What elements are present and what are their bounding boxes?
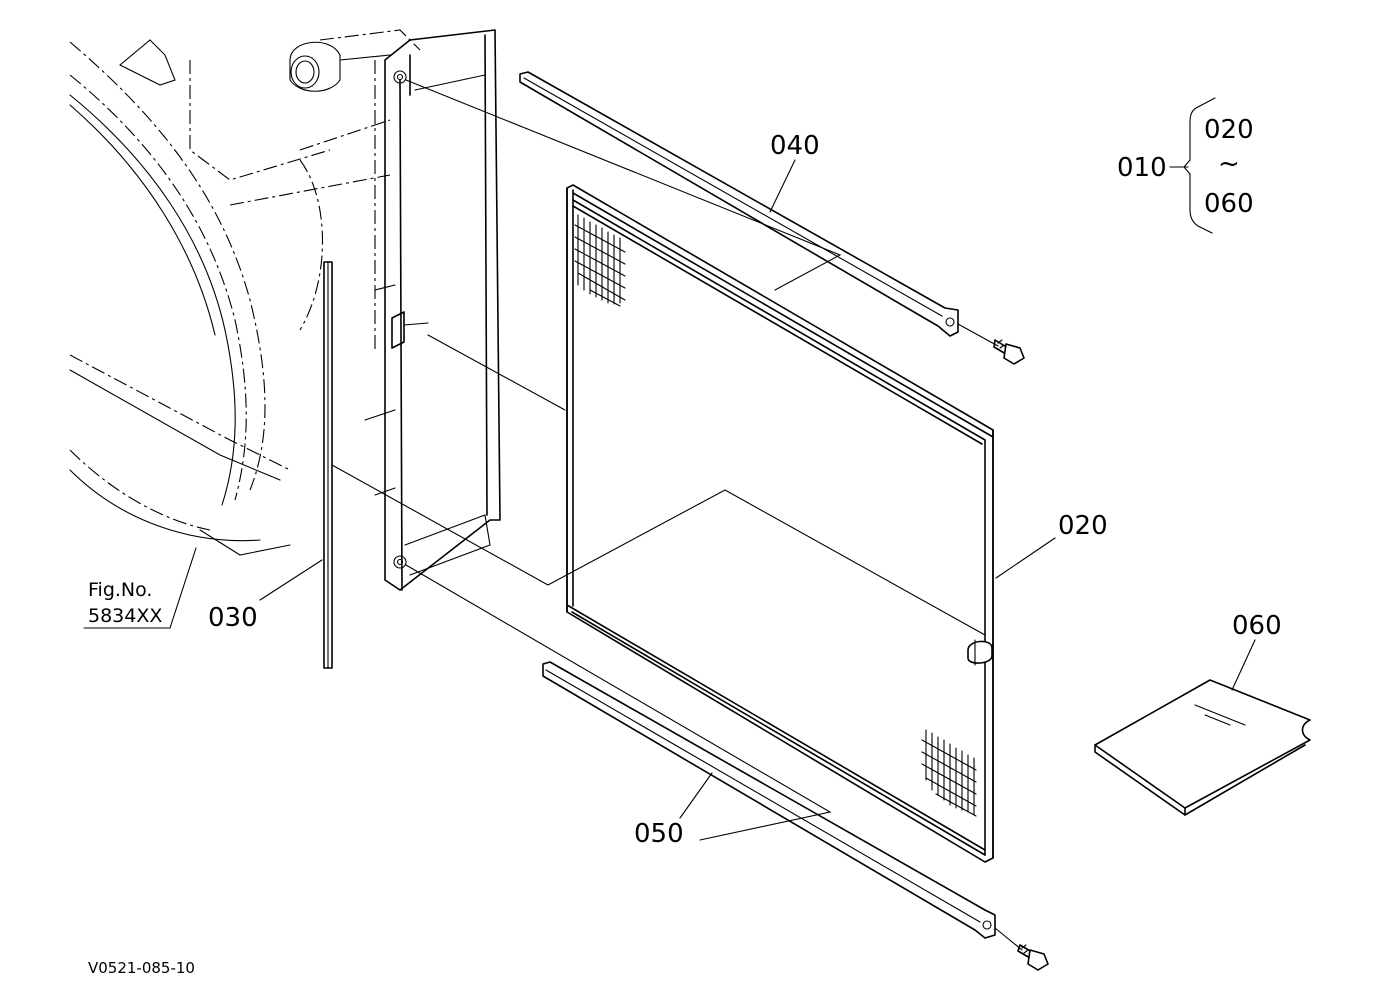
- callout-060: 060: [1232, 611, 1282, 641]
- machine-housing-background: [69, 29, 421, 556]
- screen-mesh-upper: [574, 214, 626, 307]
- screen-mesh-lower: [921, 729, 977, 817]
- callout-050: 050: [634, 819, 684, 849]
- callout-040: 040: [770, 131, 820, 161]
- bolt-lower: [1017, 944, 1049, 971]
- fig-ref-line2: 5834XX: [88, 605, 162, 627]
- callout-020: 020: [1058, 511, 1108, 541]
- bolt-upper: [993, 339, 1025, 365]
- fig-reference: Fig.No. 5834XX: [83, 547, 197, 629]
- range-tilde: ~: [1218, 149, 1240, 179]
- part-050-bottom-seal: [542, 661, 996, 939]
- drawing-code: V0521-085-10: [88, 959, 195, 977]
- part-020-screen-panel: [566, 184, 994, 863]
- callout-leaders: [259, 159, 1256, 819]
- part-060-booklet: [1094, 679, 1311, 816]
- range-from: 020: [1204, 115, 1254, 145]
- callout-030: 030: [208, 603, 258, 633]
- assembly-range: 010 020 ~ 060: [1117, 97, 1254, 234]
- callout-010: 010: [1117, 153, 1167, 183]
- part-040-top-seal: [519, 71, 959, 337]
- radiator-frame: [364, 29, 501, 591]
- part-030-side-seal: [323, 261, 333, 669]
- assembly-lines: [331, 79, 1023, 951]
- range-to: 060: [1204, 189, 1254, 219]
- fig-ref-line1: Fig.No.: [88, 579, 152, 601]
